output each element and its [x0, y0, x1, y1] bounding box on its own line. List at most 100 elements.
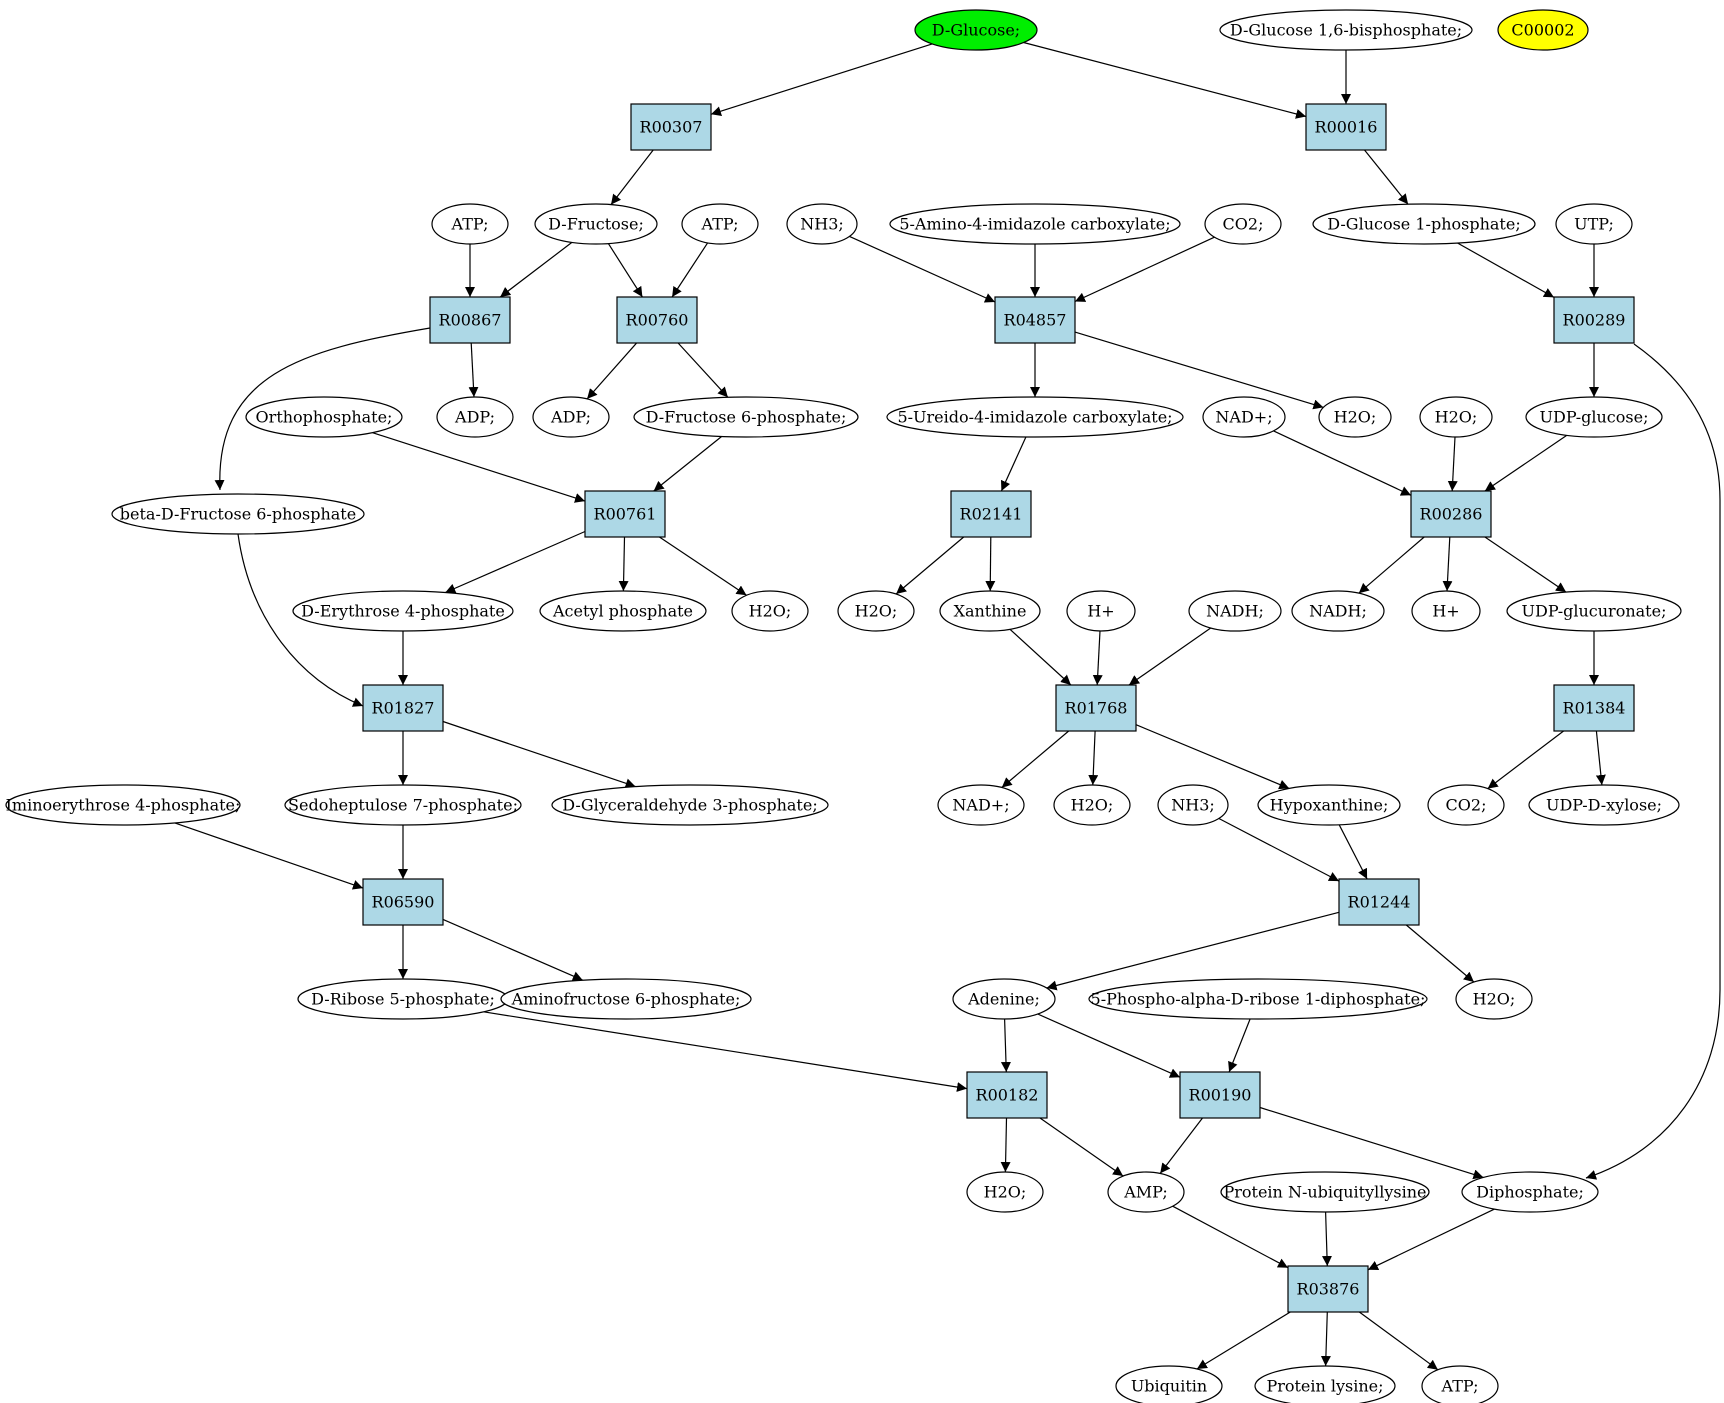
metabolite-node-co2a[interactable]: CO2;	[1204, 203, 1282, 245]
metabolite-ellipse	[1528, 784, 1680, 826]
reaction-node-r06590[interactable]: R06590	[362, 878, 444, 926]
metabolite-node-h2oc[interactable]: H2O;	[731, 590, 809, 632]
node-label: R00760	[626, 311, 689, 330]
metabolite-node-c00002[interactable]: C00002	[1497, 9, 1589, 51]
reaction-node-r04857[interactable]: R04857	[994, 296, 1076, 344]
metabolite-ellipse	[1455, 978, 1533, 1020]
metabolite-node-g3p[interactable]: D-Glyceraldehyde 3-phosphate;	[551, 784, 829, 826]
reaction-box	[362, 878, 444, 926]
reaction-node-r01384[interactable]: R01384	[1553, 684, 1635, 732]
metabolite-node-hyp[interactable]: Hypoxanthine;	[1257, 784, 1401, 826]
reaction-node-r00190[interactable]: R00190	[1179, 1071, 1261, 1119]
metabolite-node-g1p[interactable]: D-Glucose 1-phosphate;	[1312, 203, 1536, 245]
metabolite-node-ie4p[interactable]: Iminoerythrose 4-phosphate;	[5, 784, 241, 826]
metabolite-ellipse	[937, 784, 1025, 826]
reaction-node-r00016[interactable]: R00016	[1305, 103, 1387, 151]
reaction-node-r00182[interactable]: R00182	[966, 1071, 1048, 1119]
reaction-node-r00307[interactable]: R00307	[630, 103, 712, 151]
metabolite-node-atp3[interactable]: ATP;	[1421, 1365, 1499, 1403]
metabolite-node-h2og[interactable]: H2O;	[966, 1171, 1044, 1213]
metabolite-node-hp2[interactable]: H+	[1411, 590, 1481, 632]
reaction-node-r00867[interactable]: R00867	[429, 296, 511, 344]
metabolite-node-af6p[interactable]: Aminofructose 6-phosphate;	[500, 978, 752, 1020]
reaction-box	[994, 296, 1076, 344]
metabolite-node-h2oe[interactable]: H2O;	[1053, 784, 1131, 826]
metabolite-node-hp1[interactable]: H+	[1066, 590, 1136, 632]
metabolite-ellipse	[1318, 396, 1392, 438]
metabolite-ellipse	[1419, 396, 1493, 438]
node-label: R00182	[976, 1086, 1039, 1105]
metabolite-node-udpx[interactable]: UDP-D-xylose;	[1528, 784, 1680, 826]
metabolite-node-fru[interactable]: D-Fructose;	[534, 203, 658, 245]
metabolite-node-pnub[interactable]: Protein N-ubiquityllysine	[1220, 1171, 1430, 1213]
metabolite-node-udpgluc[interactable]: UDP-glucuronate;	[1506, 590, 1682, 632]
node-label: H2O;	[1334, 408, 1377, 427]
metabolite-node-nadp2[interactable]: NAD+;	[937, 784, 1025, 826]
edge-r02141-to-h2od	[895, 536, 965, 595]
metabolite-ellipse	[731, 590, 809, 632]
metabolite-node-adp2[interactable]: ADP;	[532, 396, 610, 438]
metabolite-node-nadp1[interactable]: NAD+;	[1202, 396, 1286, 438]
metabolite-node-h2of[interactable]: H2O;	[1455, 978, 1533, 1020]
metabolite-ellipse	[1202, 396, 1286, 438]
metabolite-node-nadh2[interactable]: NADH;	[1291, 590, 1385, 632]
metabolite-node-ade[interactable]: Adenine;	[952, 978, 1056, 1020]
reaction-node-r00760[interactable]: R00760	[616, 296, 698, 344]
metabolite-node-atp1[interactable]: ATP;	[431, 203, 509, 245]
metabolite-node-e4p[interactable]: D-Erythrose 4-phosphate	[292, 590, 514, 632]
metabolite-node-dip[interactable]: Diphosphate;	[1461, 1171, 1599, 1213]
edge-udpg-to-r00286	[1484, 434, 1568, 492]
reaction-box	[966, 1071, 1048, 1119]
metabolite-ellipse	[1312, 203, 1536, 245]
metabolite-node-prpp[interactable]: 5-Phospho-alpha-D-ribose 1-diphosphate;	[1088, 978, 1428, 1020]
node-label: R00307	[640, 118, 703, 137]
reaction-node-r00286[interactable]: R00286	[1410, 490, 1492, 538]
metabolite-node-uic[interactable]: 5-Ureido-4-imidazole carboxylate;	[886, 396, 1184, 438]
metabolite-node-h2ob[interactable]: H2O;	[1419, 396, 1493, 438]
reaction-box	[1287, 1265, 1369, 1313]
node-label: H+	[1087, 602, 1114, 621]
metabolite-node-nadh1[interactable]: NADH;	[1188, 590, 1282, 632]
metabolite-node-glc[interactable]: D-Glucose;	[914, 9, 1038, 51]
metabolite-node-nh3a[interactable]: NH3;	[786, 203, 858, 245]
node-label: D-Glucose;	[932, 21, 1020, 40]
metabolite-node-s7p[interactable]: Sedoheptulose 7-phosphate;	[284, 784, 522, 826]
metabolite-node-amp[interactable]: AMP;	[1107, 1171, 1185, 1213]
edge-prpp-to-r00190	[1228, 1018, 1251, 1073]
edge-glc-to-r00307	[710, 43, 933, 117]
metabolite-node-g16bp[interactable]: D-Glucose 1,6-bisphosphate;	[1219, 9, 1473, 51]
metabolite-ellipse	[1220, 1171, 1430, 1213]
metabolite-node-ortho[interactable]: Orthophosphate;	[245, 396, 403, 438]
metabolite-node-f6p[interactable]: D-Fructose 6-phosphate;	[633, 396, 859, 438]
metabolite-node-acp[interactable]: Acetyl phosphate	[539, 590, 707, 632]
metabolite-node-bf6p[interactable]: beta-D-Fructose 6-phosphate	[111, 493, 365, 535]
metabolite-node-r5p[interactable]: D-Ribose 5-phosphate;	[297, 978, 509, 1020]
metabolite-node-h2oa[interactable]: H2O;	[1318, 396, 1392, 438]
reaction-box	[1338, 878, 1420, 926]
metabolite-node-h2od[interactable]: H2O;	[837, 590, 915, 632]
reaction-node-r01827[interactable]: R01827	[362, 684, 444, 732]
metabolite-node-xan[interactable]: Xanthine	[939, 590, 1041, 632]
edge-layer	[174, 41, 1721, 1371]
reaction-node-r00761[interactable]: R00761	[584, 490, 666, 538]
reaction-node-r02141[interactable]: R02141	[950, 490, 1032, 538]
metabolite-node-udpg[interactable]: UDP-glucose;	[1525, 396, 1663, 438]
metabolite-node-utp[interactable]: UTP;	[1555, 203, 1633, 245]
reaction-node-r03876[interactable]: R03876	[1287, 1265, 1369, 1313]
reaction-node-r00289[interactable]: R00289	[1553, 296, 1635, 344]
metabolite-node-plys[interactable]: Protein lysine;	[1254, 1365, 1396, 1403]
metabolite-node-ubq[interactable]: Ubiquitin	[1115, 1365, 1223, 1403]
edge-r00760-to-f6p	[677, 342, 729, 398]
metabolite-node-atp2[interactable]: ATP;	[681, 203, 759, 245]
metabolite-node-nh3b[interactable]: NH3;	[1157, 784, 1229, 826]
metabolite-node-aic[interactable]: 5-Amino-4-imidazole carboxylate;	[889, 203, 1181, 245]
reaction-node-r01244[interactable]: R01244	[1338, 878, 1420, 926]
reaction-box	[950, 490, 1032, 538]
edge-nadp1-to-r00286	[1273, 430, 1412, 496]
metabolite-node-co2b[interactable]: CO2;	[1427, 784, 1505, 826]
node-label: NADH;	[1309, 602, 1367, 621]
metabolite-ellipse	[889, 203, 1181, 245]
node-label: 5-Amino-4-imidazole carboxylate;	[899, 215, 1170, 234]
reaction-node-r01768[interactable]: R01768	[1055, 684, 1137, 732]
metabolite-node-adp1[interactable]: ADP;	[436, 396, 514, 438]
